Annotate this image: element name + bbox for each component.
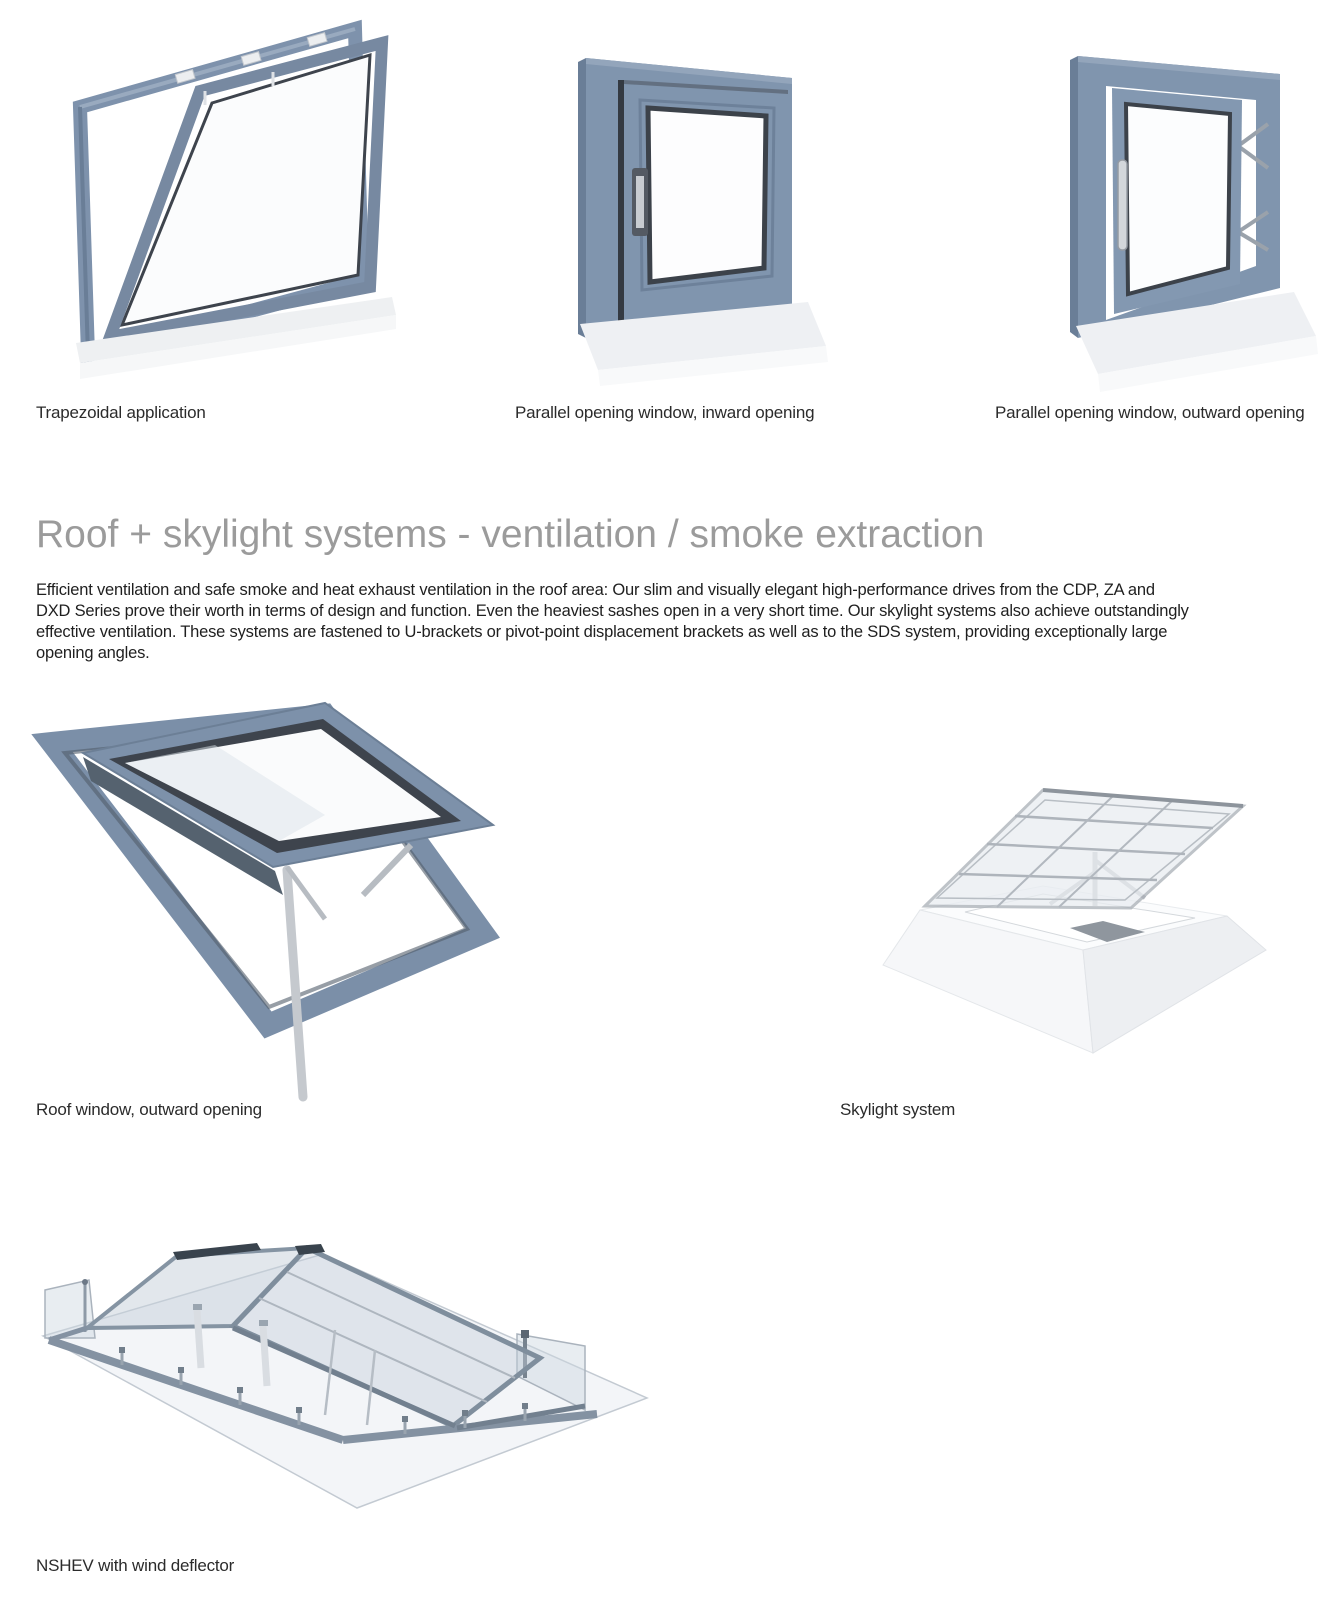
parallel-window-inward-image	[540, 28, 850, 388]
trapezoidal-window-image	[40, 15, 440, 405]
body-line-2: DXD Series prove their worth in terms of…	[36, 602, 1189, 620]
roof-window-image	[25, 695, 570, 1105]
body-line-1: Efficient ventilation and safe smoke and…	[36, 581, 1155, 599]
section-heading: Roof + skylight systems - ventilation / …	[36, 513, 985, 556]
caption-parallel-inward: Parallel opening window, inward opening	[515, 403, 815, 422]
nshev-wind-deflector-image	[25, 1210, 665, 1545]
caption-skylight-system: Skylight system	[840, 1100, 956, 1119]
caption-roof-window: Roof window, outward opening	[36, 1100, 262, 1119]
caption-parallel-outward: Parallel opening window, outward opening	[995, 403, 1305, 422]
parallel-window-outward-image	[1028, 28, 1342, 393]
skylight-system-image	[845, 748, 1285, 1068]
body-line-4: opening angles.	[36, 644, 150, 662]
caption-nshev: NSHEV with wind deflector	[36, 1556, 235, 1575]
section-body: Efficient ventilation and safe smoke and…	[36, 580, 1316, 664]
caption-trapezoidal-application: Trapezoidal application	[36, 403, 206, 422]
body-line-3: effective ventilation. These systems are…	[36, 623, 1168, 641]
